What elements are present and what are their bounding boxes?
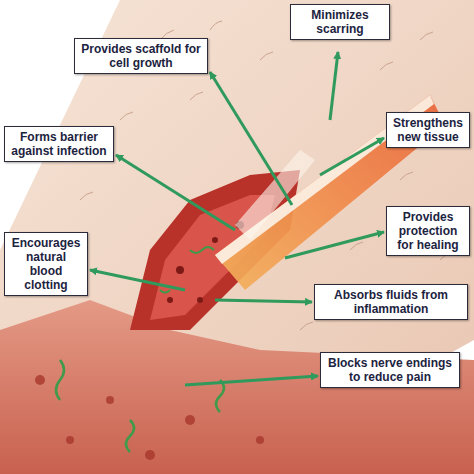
- callout-box: Minimizes scarring: [290, 4, 390, 40]
- callout-text: Encourages natural blood clotting: [10, 236, 82, 292]
- callout-box: Forms barrier against infection: [4, 126, 114, 162]
- callout-box: Encourages natural blood clotting: [4, 232, 88, 296]
- callout-box: Absorbs fluids from inflammation: [314, 284, 468, 320]
- callout-box: Provides scaffold for cell growth: [74, 38, 208, 74]
- callout-text: Provides protection for healing: [392, 210, 464, 252]
- callout-box: Blocks nerve endings to reduce pain: [320, 352, 460, 388]
- callout-text: Minimizes scarring: [296, 8, 384, 36]
- callout-text: Forms barrier against infection: [10, 130, 108, 158]
- callout-text: Blocks nerve endings to reduce pain: [326, 356, 454, 384]
- callout-box: Strengthens new tissue: [386, 112, 470, 148]
- callout-text: Absorbs fluids from inflammation: [320, 288, 462, 316]
- callout-text: Provides scaffold for cell growth: [80, 42, 202, 70]
- callout-text: Strengthens new tissue: [392, 116, 464, 144]
- callout-box: Provides protection for healing: [386, 206, 470, 256]
